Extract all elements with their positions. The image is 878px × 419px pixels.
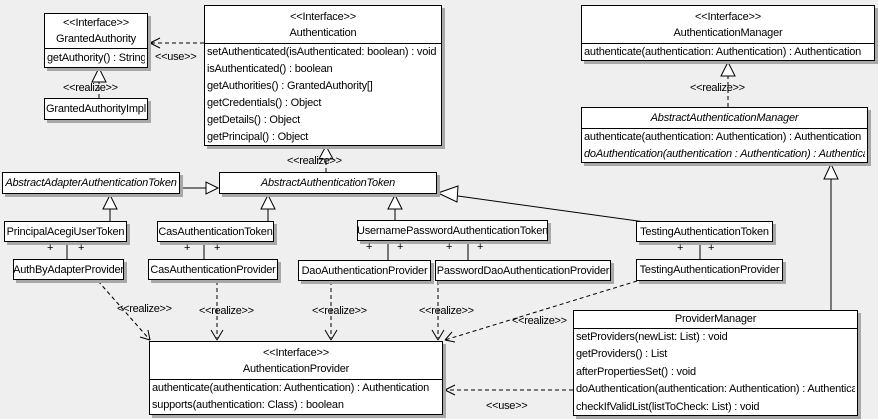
assoc-plus: +	[78, 242, 85, 254]
method-abstract: doAuthentication(authentication : Authen…	[584, 148, 865, 160]
class-abstract-adapter-authentication-token[interactable]: AbstractAdapterAuthenticationToken	[2, 172, 180, 194]
method: authenticate(authentication: Authenticat…	[584, 131, 862, 143]
method: authenticate(authentication: Authenticat…	[584, 46, 862, 58]
realization-edges	[98, 76, 729, 172]
class-dao-authentication-provider[interactable]: DaoAuthenticationProvider	[298, 260, 431, 281]
open-arrowheads	[139, 37, 456, 396]
edge-label-realize-authbyadapter: <<realize>>	[117, 303, 172, 315]
assoc-plus: +	[366, 241, 373, 253]
assoc-plus: +	[184, 242, 191, 254]
edge-label-use-granted-authority: <<use>>	[155, 51, 197, 63]
class-name: AbstractAdapterAuthenticationToken	[5, 177, 177, 189]
generalization-arrowhead	[436, 185, 459, 203]
method: getPrincipal() : Object	[207, 131, 309, 143]
class-name: CasAuthenticationProvider	[150, 263, 276, 276]
edge-label-use-authentication-provider: <<use>>	[486, 400, 528, 412]
class-name: TestingAuthenticationToken	[640, 225, 769, 238]
assoc-plus: +	[477, 241, 484, 253]
method: authenticate(authentication: Authenticat…	[152, 382, 430, 394]
edge-label-realize-testing-provider: <<realize>>	[512, 315, 567, 327]
method: supports(authentication: Class) : boolea…	[152, 399, 344, 411]
assoc-plus: +	[397, 241, 404, 253]
stereotype: <<Interface>>	[263, 346, 329, 359]
method: isAuthenticated() : boolean	[207, 63, 333, 75]
class-name: AuthenticationManager	[673, 26, 783, 39]
stereotype: <<Interface>>	[63, 17, 129, 29]
class-name: AbstractAuthenticationManager	[650, 112, 799, 124]
class-name: CasAuthenticationToken	[158, 225, 273, 238]
method: getCredentials() : Object	[207, 97, 322, 109]
assoc-plus: +	[446, 241, 453, 253]
generalization-arrowhead	[102, 193, 118, 210]
edge-label-realize-authentication: <<realize>>	[287, 155, 342, 167]
method: setProviders(newList: List) : void	[576, 331, 728, 343]
class-name: AuthByAdapterProvider	[13, 263, 124, 276]
class-name: AuthenticationProvider	[242, 362, 350, 375]
class-name: UsernamePasswordAuthenticationToken	[357, 224, 548, 237]
class-name: AbstractAuthenticationToken	[260, 177, 396, 189]
class-testing-authentication-token[interactable]: TestingAuthenticationToken	[636, 221, 773, 242]
method: doAuthentication(authentication: Authent…	[576, 383, 855, 396]
class-authentication-manager[interactable]: <<Interface>> AuthenticationManager auth…	[581, 5, 875, 61]
class-testing-authentication-provider[interactable]: TestingAuthenticationProvider	[636, 259, 783, 281]
class-name: GrantedAuthorityImpl	[46, 103, 146, 115]
assoc-plus: +	[47, 242, 54, 254]
method: getDetails() : Object	[207, 114, 301, 126]
class-principal-acegi-user-token[interactable]: PrincipalAcegiUserToken	[4, 221, 127, 242]
class-name: GrantedAuthority	[56, 33, 136, 45]
edge-testing-token-to-abstract-token	[457, 195, 646, 223]
class-name: TestingAuthenticationProvider	[639, 264, 780, 276]
class-authentication[interactable]: <<Interface>> Authentication setAuthenti…	[204, 5, 442, 146]
generalization-edges	[102, 162, 839, 310]
class-password-dao-authentication-provider[interactable]: PasswordDaoAuthenticationProvider	[435, 260, 611, 281]
class-cas-authentication-token[interactable]: CasAuthenticationToken	[157, 221, 274, 242]
class-provider-manager[interactable]: ProviderManager setProviders(newList: Li…	[573, 310, 858, 416]
edge-label-realize-dao-provider: <<realize>>	[312, 305, 367, 317]
generalization-arrowhead	[387, 193, 403, 210]
generalization-arrowhead	[260, 193, 276, 210]
class-name: DaoAuthenticationProvider	[301, 264, 428, 277]
stereotype: <<Interface>>	[290, 10, 356, 23]
class-abstract-authentication-manager[interactable]: AbstractAuthenticationManager authentica…	[581, 107, 868, 163]
edge-label-realize-authentication-manager: <<realize>>	[690, 82, 745, 94]
generalization-arrowhead	[823, 162, 839, 180]
use-dependency-edges	[150, 42, 573, 391]
method: getAuthority() : String	[47, 52, 145, 64]
method: getAuthorities() : GrantedAuthority[]	[207, 80, 373, 92]
method: checkIfValidList(listToCheck: List) : vo…	[576, 400, 760, 413]
class-cas-authentication-provider[interactable]: CasAuthenticationProvider	[148, 259, 278, 280]
realize-dependency-edges	[97, 280, 638, 341]
class-name: PrincipalAcegiUserToken	[6, 225, 125, 238]
edge-label-realize-passworddao-provider: <<realize>>	[419, 305, 474, 317]
edge-authbyadapter-realizes-provider	[97, 280, 151, 341]
edge-testing-provider-realizes-provider	[444, 280, 638, 341]
class-name: Authentication	[289, 26, 357, 39]
association-edges	[66, 241, 701, 260]
edge-label-realize-granted-authority: <<realize>>	[63, 82, 118, 94]
class-auth-by-adapter-provider[interactable]: AuthByAdapterProvider	[13, 259, 124, 280]
method: getProviders() : List	[576, 348, 668, 361]
assoc-plus: +	[708, 242, 715, 254]
method: setAuthenticated(isAuthenticated: boolea…	[207, 46, 437, 58]
assoc-plus: +	[677, 242, 684, 254]
class-granted-authority[interactable]: <<Interface>> GrantedAuthority getAuthor…	[44, 13, 148, 68]
class-authentication-provider[interactable]: <<Interface>> AuthenticationProvider aut…	[149, 341, 443, 415]
edge-label-realize-cas-provider: <<realize>>	[199, 305, 254, 317]
assoc-plus: +	[214, 242, 221, 254]
generalization-arrowhead	[205, 181, 220, 195]
stereotype: <<Interface>>	[695, 10, 761, 23]
class-name: PasswordDaoAuthenticationProvider	[436, 264, 610, 277]
class-username-password-authentication-token[interactable]: UsernamePasswordAuthenticationToken	[357, 220, 548, 241]
method: afterPropertiesSet() : void	[576, 365, 696, 378]
realization-arrowheads	[91, 60, 736, 160]
class-granted-authority-impl[interactable]: GrantedAuthorityImpl	[44, 98, 148, 120]
class-abstract-authentication-token[interactable]: AbstractAuthenticationToken	[219, 172, 437, 194]
class-name: ProviderManager	[674, 313, 757, 325]
